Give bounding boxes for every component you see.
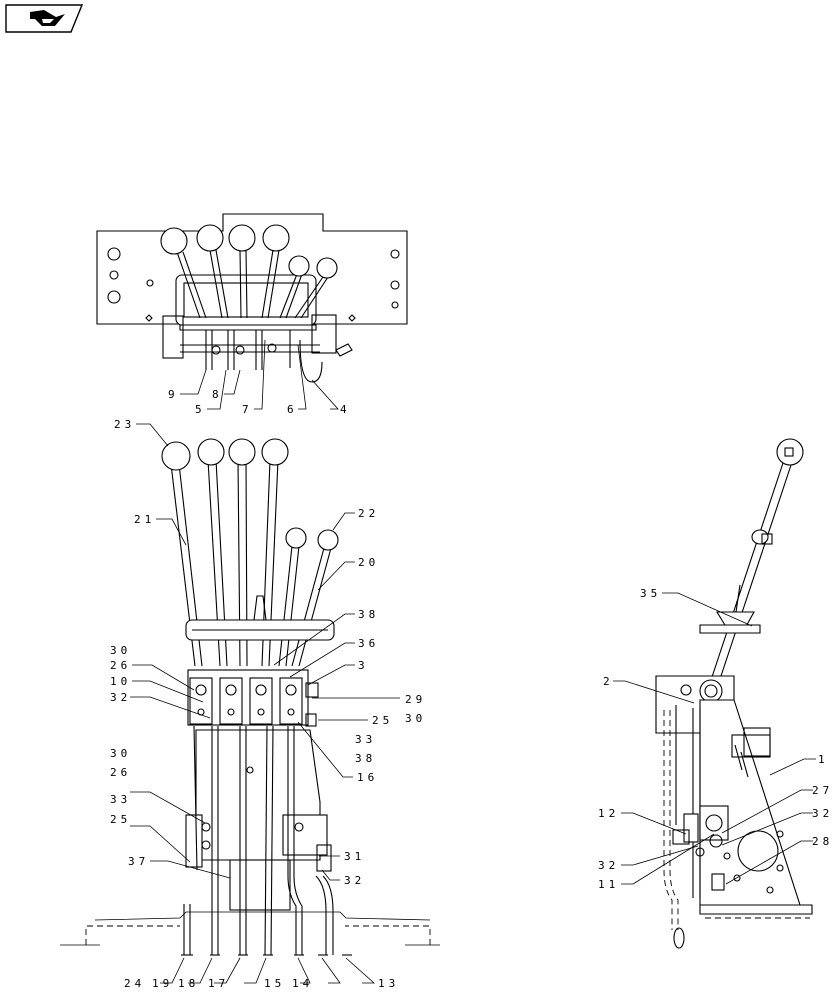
callout-label: 6 — [287, 403, 298, 416]
callout-label: 18 — [178, 977, 199, 990]
callout-label: 27 — [812, 784, 833, 797]
callout-label: 25 — [110, 813, 131, 826]
nav-button[interactable] — [5, 4, 84, 33]
callout-label: 25 — [372, 714, 393, 727]
callout-label: 24 — [124, 977, 145, 990]
callout-label: 33 — [110, 793, 131, 806]
callout-label: 38 — [355, 752, 376, 765]
callout-label: 20 — [358, 556, 379, 569]
callout-label: 9 — [168, 388, 179, 401]
top-view: 9 5 8 7 6 4 — [96, 213, 408, 416]
callout-label: 37 — [128, 855, 149, 868]
callout-label: 29 — [405, 693, 426, 706]
callout-label: 13 — [378, 977, 399, 990]
callout-label: 8 — [212, 388, 223, 401]
callout-label: 4 — [340, 403, 351, 416]
callout-label: 22 — [358, 507, 379, 520]
front-view: 23 21 30 26 10 32 30 26 33 25 37 22 20 3… — [60, 418, 440, 990]
callout-label: 15 — [264, 977, 285, 990]
callout-label: 32 — [344, 874, 365, 887]
callout-label: 3 — [358, 659, 369, 672]
callout-label: 35 — [640, 587, 661, 600]
side-view: 35 2 1 27 32 28 12 32 11 — [598, 438, 833, 949]
callout-label: 26 — [110, 659, 131, 672]
callout-label: 38 — [358, 608, 379, 621]
callout-label: 30 — [110, 644, 131, 657]
callout-label: 32 — [598, 859, 619, 872]
callout-label: 21 — [134, 513, 155, 526]
callout-label: 26 — [110, 766, 131, 779]
callout-label: 30 — [405, 712, 426, 725]
callout-label: 23 — [114, 418, 135, 431]
callout-label: 1 — [818, 753, 829, 766]
callout-label: 36 — [358, 637, 379, 650]
callout-label: 14 — [292, 977, 313, 990]
callout-label: 16 — [357, 771, 378, 784]
callout-label: 10 — [110, 675, 131, 688]
page-back-arrow-icon — [5, 4, 84, 33]
callout-label: 32 — [812, 807, 833, 820]
callout-label: 30 — [110, 747, 131, 760]
callout-label: 19 — [152, 977, 173, 990]
callout-label: 17 — [208, 977, 229, 990]
callout-label: 31 — [344, 850, 365, 863]
callout-label: 33 — [355, 733, 376, 746]
callout-label: 32 — [110, 691, 131, 704]
callout-label: 5 — [195, 403, 206, 416]
callout-label: 12 — [598, 807, 619, 820]
callout-label: 7 — [242, 403, 253, 416]
callout-label: 28 — [812, 835, 833, 848]
callout-label: 2 — [603, 675, 614, 688]
callout-label: 11 — [598, 878, 619, 891]
